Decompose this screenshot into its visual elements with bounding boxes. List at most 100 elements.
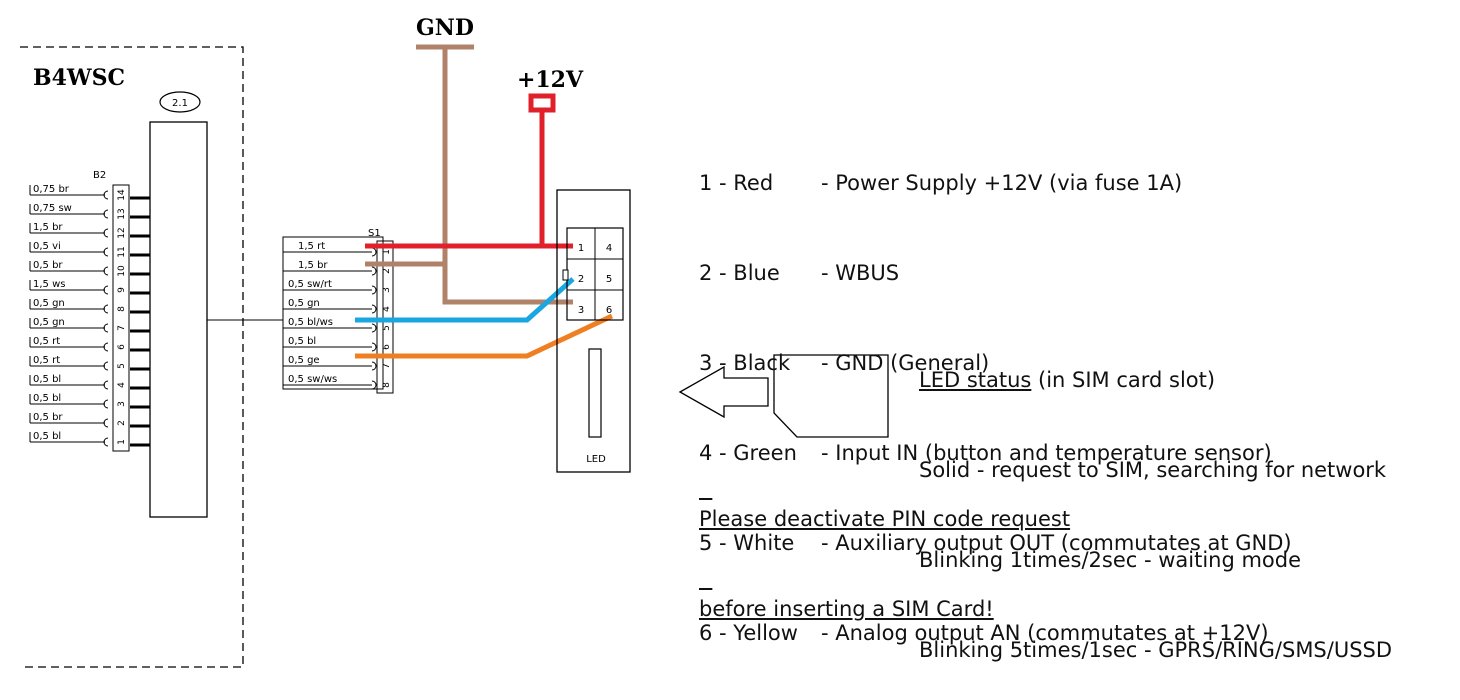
pin-warning: Please deactivate PIN code request befor… bbox=[699, 444, 1070, 654]
module-pin-5: 5 bbox=[606, 274, 612, 285]
b2-wire-label: 1,5 br bbox=[33, 222, 63, 233]
led-status-heading: LED status (in SIM card slot) bbox=[919, 365, 1392, 395]
led-status-line: Blinking 5times/1sec - GPRS/RING/SMS/USS… bbox=[919, 638, 1393, 662]
module-pin-6: 6 bbox=[606, 305, 612, 316]
s1-wire-label: 0,5 sw/ws bbox=[288, 374, 337, 385]
b2-pin-contact bbox=[103, 418, 109, 428]
b2-pin-contact bbox=[103, 361, 109, 371]
s1-pin-number: 2 bbox=[382, 268, 392, 274]
device-outline bbox=[20, 46, 244, 668]
s1-pin-contact bbox=[371, 323, 377, 333]
legend-row-6: 6 - Yellow - Analog output AN (commutates… bbox=[699, 618, 1292, 648]
legend-color: 6 - Yellow bbox=[699, 621, 798, 645]
b2-wire-label: 0,5 rt bbox=[33, 355, 60, 366]
legend-color: 5 - White bbox=[699, 531, 795, 555]
b2-pin-contact bbox=[103, 399, 109, 409]
b2-pin-number: 2 bbox=[117, 420, 127, 426]
s1-label-frame bbox=[282, 236, 384, 390]
module-pin-4: 4 bbox=[606, 243, 612, 254]
control-unit-box bbox=[149, 121, 208, 518]
legend-color: 4 - Green bbox=[699, 441, 797, 465]
legend-color: 3 - Black bbox=[699, 351, 791, 375]
s1-pin-contact bbox=[371, 380, 377, 390]
s1-pin-number: 1 bbox=[382, 249, 392, 255]
legend-desc: - Auxiliary output OUT (commutates at GN… bbox=[821, 531, 1292, 555]
s1-wire-label: 0,5 sw/rt bbox=[288, 279, 332, 290]
b2-pin-number: 6 bbox=[117, 344, 127, 350]
module-pin-3: 3 bbox=[578, 305, 584, 316]
s1-pin-contact bbox=[371, 342, 377, 352]
legend-row-3: 3 - Black- GND (General) bbox=[699, 348, 1292, 378]
b2-pin-contact bbox=[103, 323, 109, 333]
module-pin-1: 1 bbox=[578, 243, 584, 254]
led-status-block: LED status (in SIM card slot) Solid - re… bbox=[919, 305, 1392, 695]
s1-pin-number: 6 bbox=[382, 344, 392, 350]
b2-pin-number: 11 bbox=[117, 246, 127, 257]
b2-wire-label: 1,5 ws bbox=[33, 279, 65, 290]
sim-slot bbox=[588, 348, 602, 438]
b2-pin-number: 4 bbox=[117, 382, 127, 388]
gnd-label: GND bbox=[416, 15, 474, 41]
legend-color: 1 - Red bbox=[699, 171, 774, 195]
legend-row-5: 5 - White - Auxiliary output OUT (commuta… bbox=[699, 528, 1292, 558]
b2-wire-label: 0,5 gn bbox=[33, 317, 65, 328]
s1-pin-contact bbox=[371, 266, 377, 276]
b2-pin-number: 10 bbox=[117, 265, 127, 277]
s1-connector-label: S1 bbox=[368, 228, 381, 239]
gsm-module-box bbox=[556, 189, 631, 473]
warning-line-2: before inserting a SIM Card! bbox=[699, 597, 994, 621]
b2-connector-body bbox=[112, 184, 130, 452]
v12-terminal bbox=[528, 93, 556, 113]
legend-row-4: 4 - Green - Input IN (button and temperat… bbox=[699, 438, 1292, 468]
s1-wire-label: 0,5 bl/ws bbox=[288, 317, 333, 328]
led-status-line: Solid - request to SIM, searching for ne… bbox=[919, 458, 1387, 482]
s1-pin-number: 7 bbox=[382, 363, 392, 369]
legend-row-1: 1 - Red- Power Supply +12V (via fuse 1A) bbox=[699, 168, 1292, 198]
s1-pin-number: 8 bbox=[382, 382, 392, 388]
b2-wire-label: 0,5 rt bbox=[33, 336, 60, 347]
b2-pin-number: 3 bbox=[117, 401, 127, 407]
device-name: B4WSC bbox=[33, 65, 125, 91]
b2-pin-number: 5 bbox=[117, 363, 127, 369]
led-status-line: Blinking 1times/2sec - waiting mode bbox=[919, 548, 1302, 572]
b2-pin-contact bbox=[103, 247, 109, 257]
b2-pin-number: 12 bbox=[117, 227, 127, 238]
b2-pin-contact bbox=[103, 304, 109, 314]
module-ref-bubble bbox=[159, 91, 201, 113]
s1-wire-label: 0,5 gn bbox=[288, 298, 320, 309]
module-ref-label: 2.1 bbox=[172, 98, 188, 109]
s1-pin-contact bbox=[371, 285, 377, 295]
v12-label: +12V bbox=[517, 67, 584, 93]
b2-pin-number: 7 bbox=[117, 325, 127, 331]
b2-connector-label: B2 bbox=[93, 170, 106, 181]
b2-pin-number: 8 bbox=[117, 306, 127, 312]
b2-pin-contact bbox=[103, 190, 109, 200]
s1-wire-label: 0,5 ge bbox=[288, 355, 320, 366]
legend-desc: - Analog output AN (commutates at +12V) bbox=[821, 621, 1269, 645]
b2-pin-number: 13 bbox=[117, 208, 127, 219]
blue-wire bbox=[355, 277, 575, 323]
legend-color: 2 - Blue bbox=[699, 261, 780, 285]
b2-pin-contact bbox=[103, 228, 109, 238]
s1-connector-body bbox=[376, 240, 394, 394]
s1-pin-contact bbox=[371, 304, 377, 314]
b2-wire-label: 0,75 sw bbox=[33, 203, 72, 214]
b2-pin-contact bbox=[103, 285, 109, 295]
module-key bbox=[562, 269, 569, 281]
insert-arrow-icon bbox=[678, 365, 769, 419]
b2-pin-contact bbox=[103, 266, 109, 276]
s1-wire-label: 1,5 br bbox=[298, 260, 328, 271]
b2-pin-number: 14 bbox=[117, 189, 127, 201]
b2-pin-contact bbox=[103, 437, 109, 447]
b2-wire-label: 0,5 bl bbox=[33, 393, 61, 404]
legend-desc: - WBUS bbox=[821, 261, 900, 285]
s1-pin-number: 5 bbox=[382, 325, 392, 331]
s1-pin-contact bbox=[371, 361, 377, 371]
b2-wire-label: 0,5 gn bbox=[33, 298, 65, 309]
b2-pin-contact bbox=[103, 209, 109, 219]
pin-legend: 1 - Red- Power Supply +12V (via fuse 1A)… bbox=[699, 108, 1292, 678]
legend-desc: - Input IN (button and temperature senso… bbox=[821, 441, 1272, 465]
b2-wire-label: 0,5 bl bbox=[33, 431, 61, 442]
